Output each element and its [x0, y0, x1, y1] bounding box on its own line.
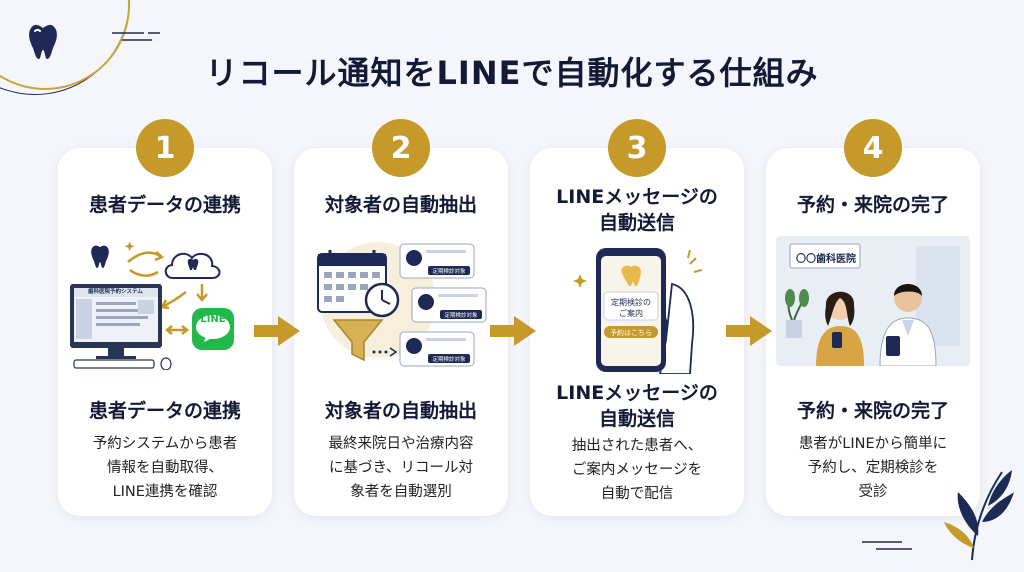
reserve-button[interactable]: 予約はこちら	[610, 329, 652, 337]
line-app-icon	[192, 308, 234, 350]
line-label: LINE	[200, 314, 226, 325]
step-heading: LINEメッセージの 自動送信	[556, 186, 718, 234]
step-subheading: 対象者の自動抽出	[324, 400, 477, 422]
patient-card	[411, 287, 487, 323]
step-description: 抽出された患者へ、 ご案内メッセージを 自動で配信	[571, 438, 703, 502]
message-bubble: 定期検診の ご案内	[611, 298, 651, 318]
tooth-logo-icon	[29, 24, 57, 59]
patient-avatar	[816, 291, 864, 366]
step-card-3: LINEメッセージの 自動送信 定期検診の ご案内 予約はこちら LINEメッセ…	[530, 148, 744, 516]
clinic-visit-illustration	[776, 236, 970, 366]
patient-card	[399, 331, 475, 367]
decorative-dash-lines	[862, 541, 912, 550]
step-card-2: 対象者の自動抽出	[294, 148, 508, 516]
step-heading: 対象者の自動抽出	[324, 194, 477, 216]
step-card-1: 患者データの連携	[58, 148, 272, 516]
step-description: 最終来院日や治療内容 に基づき、リコール対 象者を自動選別	[328, 436, 474, 500]
step-number-badge-1: 1	[136, 119, 194, 177]
extraction-illustration	[317, 242, 487, 367]
arrow-right-icon	[726, 316, 772, 346]
step-subheading: 患者データの連携	[88, 400, 241, 422]
smartphone-icon	[596, 248, 666, 372]
step-heading: 予約・来院の完了	[796, 194, 949, 216]
cloud-icon	[164, 252, 221, 279]
step-description: 予約システムから患者 情報を自動取得、 LINE連携を確認	[92, 436, 238, 500]
plant-icon	[785, 289, 809, 338]
decorative-dash-lines	[112, 32, 160, 41]
patient-card	[399, 243, 475, 279]
step-subheading: LINEメッセージの 自動送信	[556, 382, 718, 430]
step-card-4: 予約・来院の完了 〇〇歯科医院 予約・来院の完了 患者がLINE	[766, 148, 980, 516]
step-number-badge-4: 4	[844, 119, 902, 177]
step-description: 患者がLINEから簡単に 予約し、定期検診を 受診	[798, 436, 948, 500]
step-number-badge-2: 2	[372, 119, 430, 177]
page-title: リコール通知をLINEで自動化する仕組み	[205, 54, 819, 92]
monitor-icon	[70, 284, 162, 359]
patient-tag: 定期検診対象	[432, 269, 466, 275]
patient-tag: 定期検診対象	[432, 357, 466, 363]
arrow-right-icon	[254, 316, 300, 346]
step-number-badge-3: 3	[608, 119, 666, 177]
step-heading: 患者データの連携	[88, 194, 241, 216]
tooth-icon	[91, 245, 109, 268]
doctor-avatar	[879, 284, 937, 366]
clinic-sign: 〇〇歯科医院	[796, 254, 856, 265]
patient-tag: 定期検診対象	[444, 313, 478, 319]
step-subheading: 予約・来院の完了	[796, 400, 949, 422]
leaf-decoration-icon	[944, 470, 1014, 561]
arrow-right-icon	[490, 316, 536, 346]
funnel-icon	[332, 319, 384, 362]
phone-message-illustration	[573, 248, 703, 374]
clock-icon	[364, 282, 400, 318]
data-sync-illustration	[70, 241, 234, 370]
screen-title: 歯科医院予約システム	[88, 289, 143, 295]
